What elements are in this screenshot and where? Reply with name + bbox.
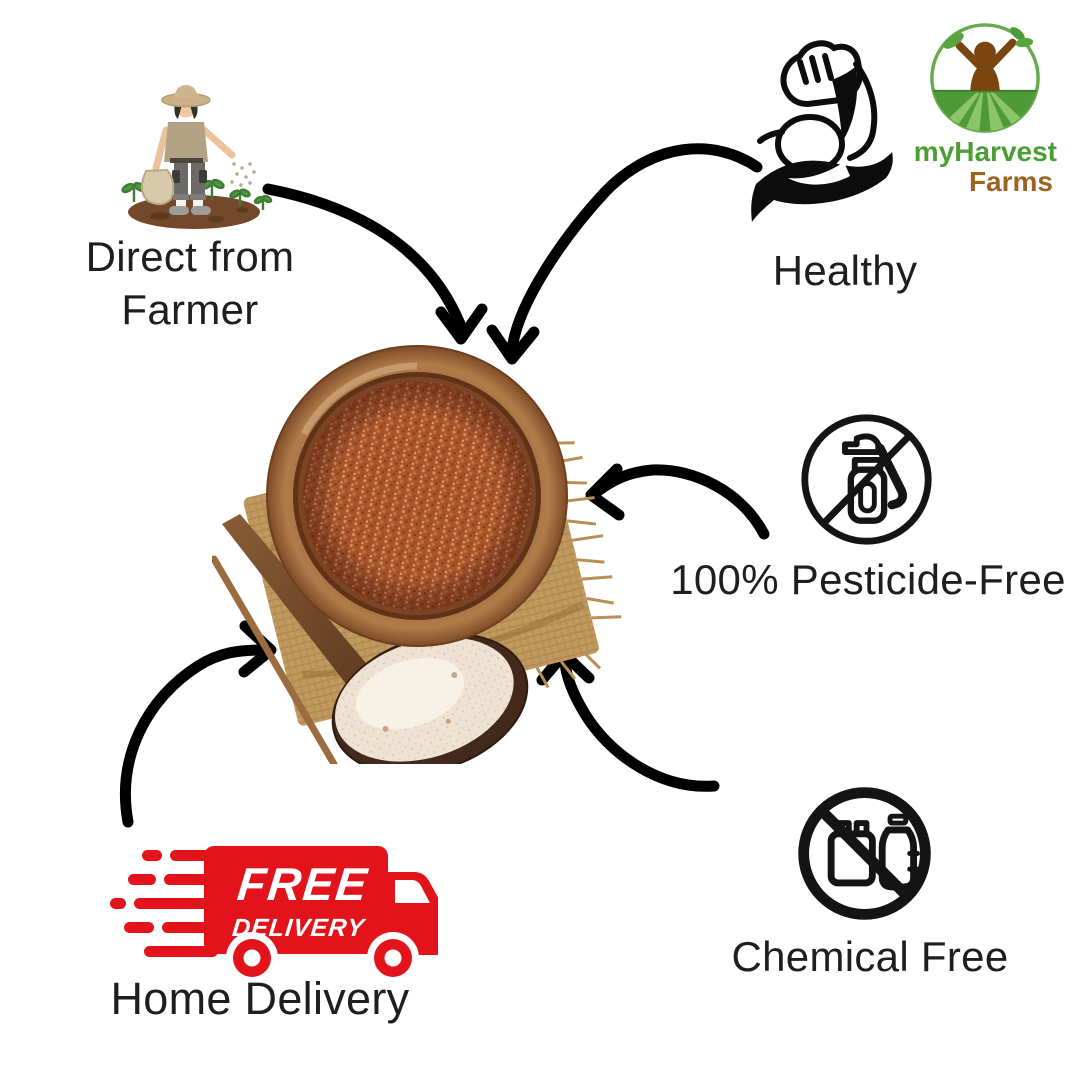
arrow-farmer-to-product	[262, 183, 488, 345]
truck-text-delivery: DELIVERY	[231, 914, 368, 942]
healthy-label: Healthy	[772, 247, 918, 294]
no-pesticide-spray-icon	[801, 414, 932, 545]
flour-spoon	[331, 633, 529, 764]
grain-stalk	[212, 555, 338, 764]
ragi-bowl	[266, 345, 568, 647]
brand-name-line1: myHarvest	[913, 136, 1057, 167]
product-photo-ragi-bowl	[212, 345, 622, 764]
truck-wheels	[226, 932, 419, 984]
logo-farmer-figure	[943, 27, 1034, 91]
pesticide-free-label: 100% Pesticide-Free	[670, 556, 1066, 603]
arrow-healthy-to-product	[486, 143, 763, 365]
flexed-bicep-icon	[751, 40, 893, 222]
home-delivery-label: Home Delivery	[110, 973, 410, 1024]
farmer-sowing-illustration	[121, 85, 273, 229]
farmer-label-line1: Direct from	[85, 233, 295, 280]
farmer-label: Direct from Farmer	[40, 230, 340, 336]
free-delivery-truck-icon: FREE DELIVERY	[110, 846, 438, 984]
truck-window	[395, 880, 430, 903]
arrow-pesticide-to-product	[585, 463, 770, 540]
truck-text-free: FREE	[235, 858, 371, 910]
chemical-free-label: Chemical Free	[731, 933, 1009, 980]
brand-name-line2: Farms	[968, 166, 1053, 197]
farmer-figure	[141, 85, 256, 215]
brand-wordmark: myHarvest Farms	[905, 137, 1057, 197]
no-chemicals-icon	[798, 787, 931, 920]
farmer-label-line2: Farmer	[121, 286, 259, 333]
brand-logo-icon	[930, 23, 1040, 133]
truck-body	[204, 846, 388, 954]
